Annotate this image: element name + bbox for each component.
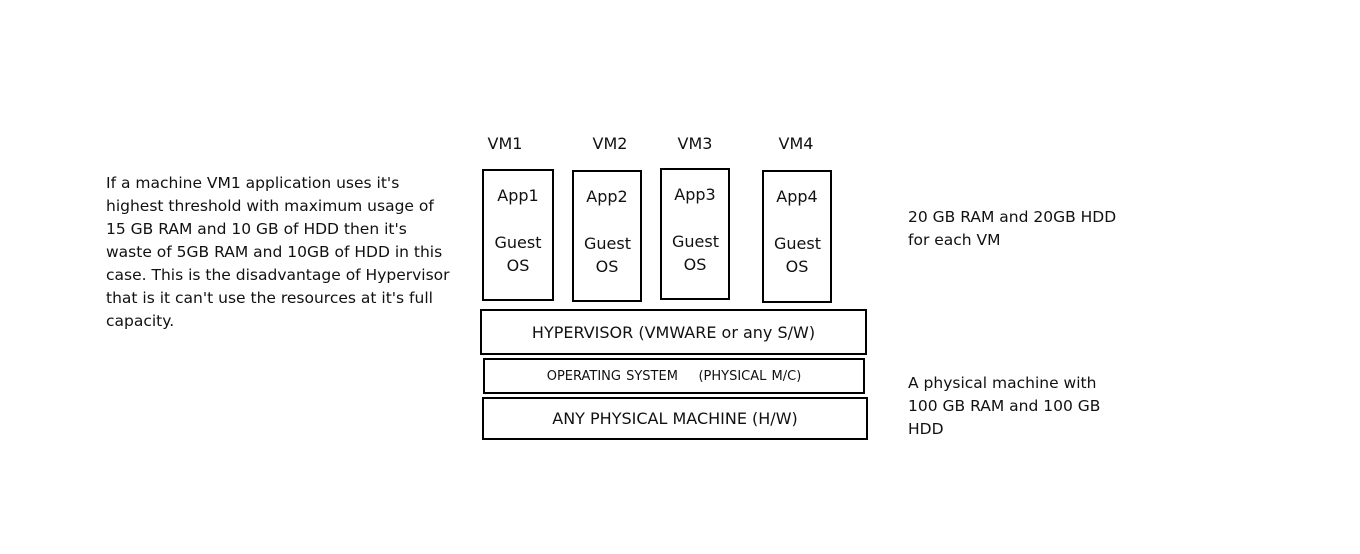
operating-system-label: OPERATING SYSTEM (PHYSICAL M/C) — [546, 368, 802, 384]
vm1-app-label: App1 — [497, 186, 539, 205]
physical-machine-layer: ANY PHYSICAL MACHINE (H/W) — [482, 397, 868, 440]
operating-system-layer: OPERATING SYSTEM (PHYSICAL M/C) — [483, 358, 865, 394]
vm2-guest-os-label: Guest OS — [584, 234, 631, 276]
vm4-guest-os-label: Guest OS — [774, 234, 821, 276]
vm2-box: App2 Guest OS — [572, 170, 642, 302]
vm2-label: VM2 — [592, 134, 628, 153]
vm3-label: VM3 — [677, 134, 713, 153]
vm1-box: App1 Guest OS — [482, 169, 554, 301]
disadvantage-note: If a machine VM1 application uses it's h… — [106, 174, 450, 330]
vm3-guest-os-label: Guest OS — [672, 232, 719, 274]
vm3-box: App3 Guest OS — [660, 168, 730, 300]
vm4-app-label: App4 — [776, 187, 818, 206]
vm4-box: App4 Guest OS — [762, 170, 832, 303]
physical-machine-note: A physical machine with 100 GB RAM and 1… — [908, 374, 1101, 438]
vm-resources-note: 20 GB RAM and 20GB HDD for each VM — [908, 208, 1117, 249]
hypervisor-label: HYPERVISOR (VMWARE or any S/W) — [531, 322, 816, 342]
vm1-guest-os-label: Guest OS — [494, 233, 542, 275]
vm2-app-label: App2 — [586, 187, 628, 206]
vm3-app-label: App3 — [674, 185, 716, 204]
physical-machine-label: ANY PHYSICAL MACHINE (H/W) — [552, 409, 798, 428]
vm1-label: VM1 — [487, 134, 523, 153]
vm4-label: VM4 — [778, 134, 814, 153]
hypervisor-layer: HYPERVISOR (VMWARE or any S/W) — [480, 309, 867, 355]
